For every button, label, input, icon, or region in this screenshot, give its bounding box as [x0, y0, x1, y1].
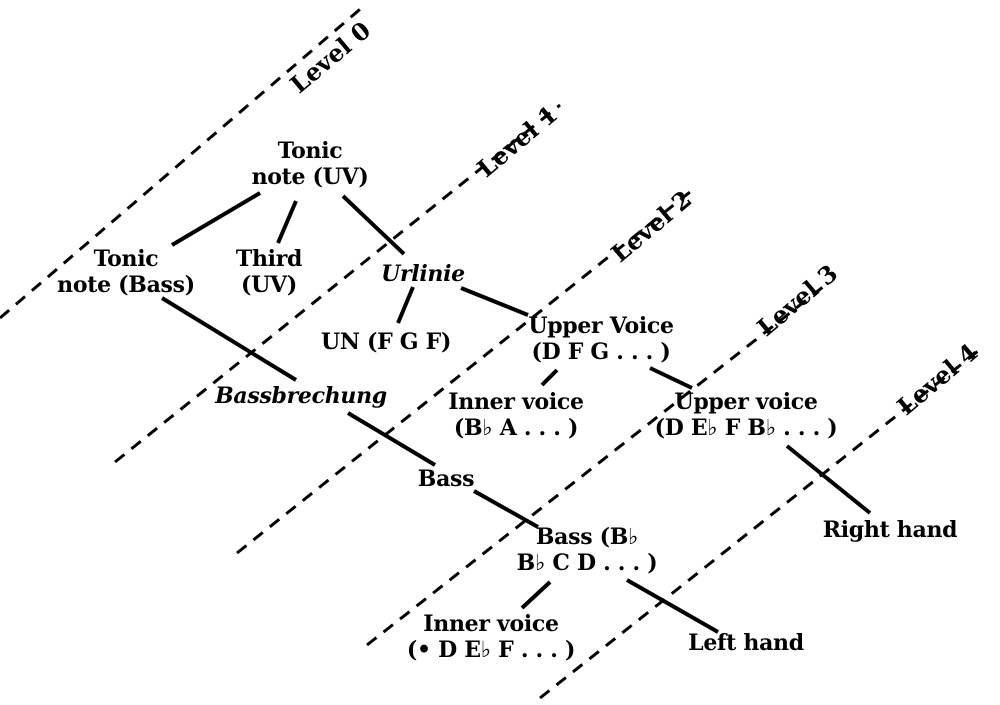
node-third-uv: Third (UV)	[235, 246, 303, 298]
edge-tonic-uv-to-third	[276, 200, 298, 244]
node-line: Urlinie	[381, 261, 465, 287]
node-line: Left hand	[688, 630, 804, 656]
node-line: UN (F G F)	[320, 329, 452, 355]
node-upper-voice-d-eb-f-bb: Upper voice (D E♭ F B♭ . . . )	[655, 389, 838, 441]
edge-tonic-uv-to-urlinie	[341, 194, 406, 256]
edge-urlinie-to-upper-voice	[460, 286, 529, 317]
edge-tonic-bass-to-bassbrechung	[160, 296, 298, 382]
node-line: Bass (B♭	[535, 524, 639, 550]
node-line: Bass	[417, 466, 475, 492]
level-2-boundary	[236, 186, 696, 555]
node-line: Inner voice	[448, 389, 584, 415]
node-line: note (UV)	[251, 164, 369, 190]
edge-upper-voice-to-upper-voice-2	[649, 366, 693, 390]
node-tonic-note-bass: Tonic note (Bass)	[57, 246, 195, 298]
edge-bass-to-bass-notes	[473, 489, 539, 529]
node-inner-voice-bb-a: Inner voice (B♭ A . . . )	[448, 389, 584, 441]
node-un-fgf: UN (F G F)	[321, 329, 451, 355]
level-1-boundary	[114, 103, 561, 464]
node-bassbrechung: Bassbrechung	[215, 383, 387, 409]
node-upper-voice-dfg: Upper Voice (D F G . . . )	[528, 313, 674, 365]
edge-bassbrechung-to-bass	[346, 411, 437, 467]
edge-upper-voice-2-to-right-hand	[785, 444, 872, 515]
node-bass: Bass	[417, 466, 475, 492]
node-line: B♭ C D . . . )	[516, 550, 658, 576]
node-bass-bb-c-d: Bass (B♭ B♭ C D . . . )	[517, 524, 658, 576]
level-3-boundary	[366, 281, 829, 647]
node-line: Right hand	[822, 517, 958, 543]
node-line: (B♭ A . . . )	[453, 415, 579, 441]
level-0-boundary	[0, 3, 366, 320]
node-line: (UV)	[241, 272, 297, 298]
node-line: (• D E♭ F . . . )	[406, 637, 576, 663]
edge-bass-notes-to-inner-voice-2	[520, 580, 552, 610]
node-line: (D F G . . . )	[531, 339, 671, 365]
node-urlinie: Urlinie	[381, 261, 465, 287]
node-line: Upper Voice	[528, 313, 674, 339]
node-left-hand: Left hand	[688, 630, 804, 656]
node-line: Upper voice	[674, 389, 818, 415]
node-line: (D E♭ F B♭ . . . )	[654, 415, 838, 441]
edge-upper-voice-to-inner-voice	[540, 368, 559, 387]
edge-urlinie-to-un	[396, 286, 415, 324]
edge-bass-notes-to-left-hand	[626, 578, 719, 634]
node-line: Third	[235, 246, 303, 272]
node-tonic-note-uv: Tonic note (UV)	[252, 138, 369, 190]
node-line: Tonic	[277, 138, 343, 164]
level-4-boundary	[539, 346, 983, 700]
edge-tonic-uv-to-tonic-bass	[170, 191, 262, 247]
node-line: Tonic	[93, 246, 159, 272]
node-right-hand: Right hand	[822, 517, 958, 543]
node-line: Inner voice	[423, 611, 559, 637]
node-inner-voice-d-eb-f: Inner voice (• D E♭ F . . . )	[406, 611, 576, 663]
node-line: Bassbrechung	[215, 383, 387, 409]
node-line: note (Bass)	[57, 272, 195, 298]
